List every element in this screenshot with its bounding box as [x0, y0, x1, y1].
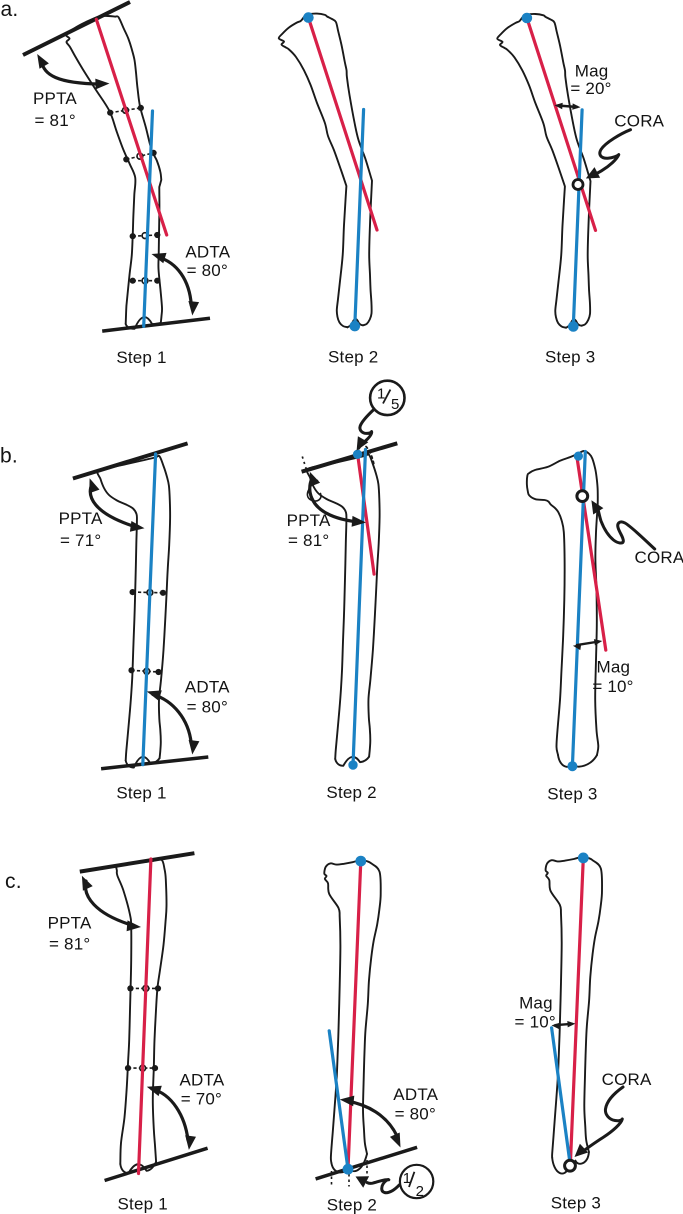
- svg-text:= 81°: = 81°: [288, 531, 329, 550]
- svg-text:PPTA: PPTA: [59, 509, 103, 528]
- svg-text:1: 1: [377, 386, 385, 403]
- svg-text:= 10°: = 10°: [515, 1012, 556, 1031]
- svg-text:CORA: CORA: [614, 111, 664, 130]
- svg-text:ADTA: ADTA: [185, 678, 230, 697]
- svg-text:c.: c.: [5, 870, 22, 893]
- svg-text:Step 1: Step 1: [118, 1195, 168, 1214]
- svg-text:Step 2: Step 2: [326, 783, 376, 802]
- svg-text:PPTA: PPTA: [287, 511, 331, 530]
- svg-text:Mag: Mag: [519, 994, 553, 1013]
- svg-text:1: 1: [403, 1170, 411, 1187]
- svg-text:Step 3: Step 3: [545, 348, 595, 367]
- svg-text:ADTA: ADTA: [393, 1085, 438, 1104]
- svg-text:Step 1: Step 1: [116, 348, 166, 367]
- svg-text:Mag: Mag: [596, 658, 630, 677]
- svg-text:= 80°: = 80°: [395, 1105, 436, 1124]
- svg-text:Step 1: Step 1: [116, 784, 166, 803]
- svg-text:= 81°: = 81°: [35, 111, 76, 130]
- svg-text:PPTA: PPTA: [33, 89, 77, 108]
- svg-text:b.: b.: [0, 445, 18, 468]
- svg-text:PPTA: PPTA: [48, 913, 92, 932]
- svg-text:= 80°: = 80°: [187, 261, 228, 280]
- svg-text:Step 3: Step 3: [547, 785, 597, 804]
- svg-text:ADTA: ADTA: [185, 243, 230, 262]
- svg-text:a.: a.: [1, 0, 19, 21]
- svg-text:CORA: CORA: [602, 1070, 652, 1089]
- svg-text:= 70°: = 70°: [181, 1090, 222, 1109]
- svg-text:= 81°: = 81°: [49, 935, 90, 954]
- svg-text:Step 2: Step 2: [327, 1196, 377, 1214]
- svg-text:= 20°: = 20°: [570, 79, 611, 98]
- svg-text:ADTA: ADTA: [180, 1071, 225, 1090]
- svg-text:Step 3: Step 3: [551, 1194, 601, 1213]
- svg-text:2: 2: [416, 1183, 424, 1200]
- svg-text:= 10°: = 10°: [592, 677, 633, 696]
- svg-text:= 80°: = 80°: [187, 698, 228, 717]
- svg-text:5: 5: [391, 396, 399, 413]
- svg-text:= 71°: = 71°: [60, 531, 101, 550]
- svg-text:Mag: Mag: [575, 61, 609, 80]
- svg-text:CORA: CORA: [635, 548, 683, 567]
- svg-text:Step 2: Step 2: [328, 348, 378, 367]
